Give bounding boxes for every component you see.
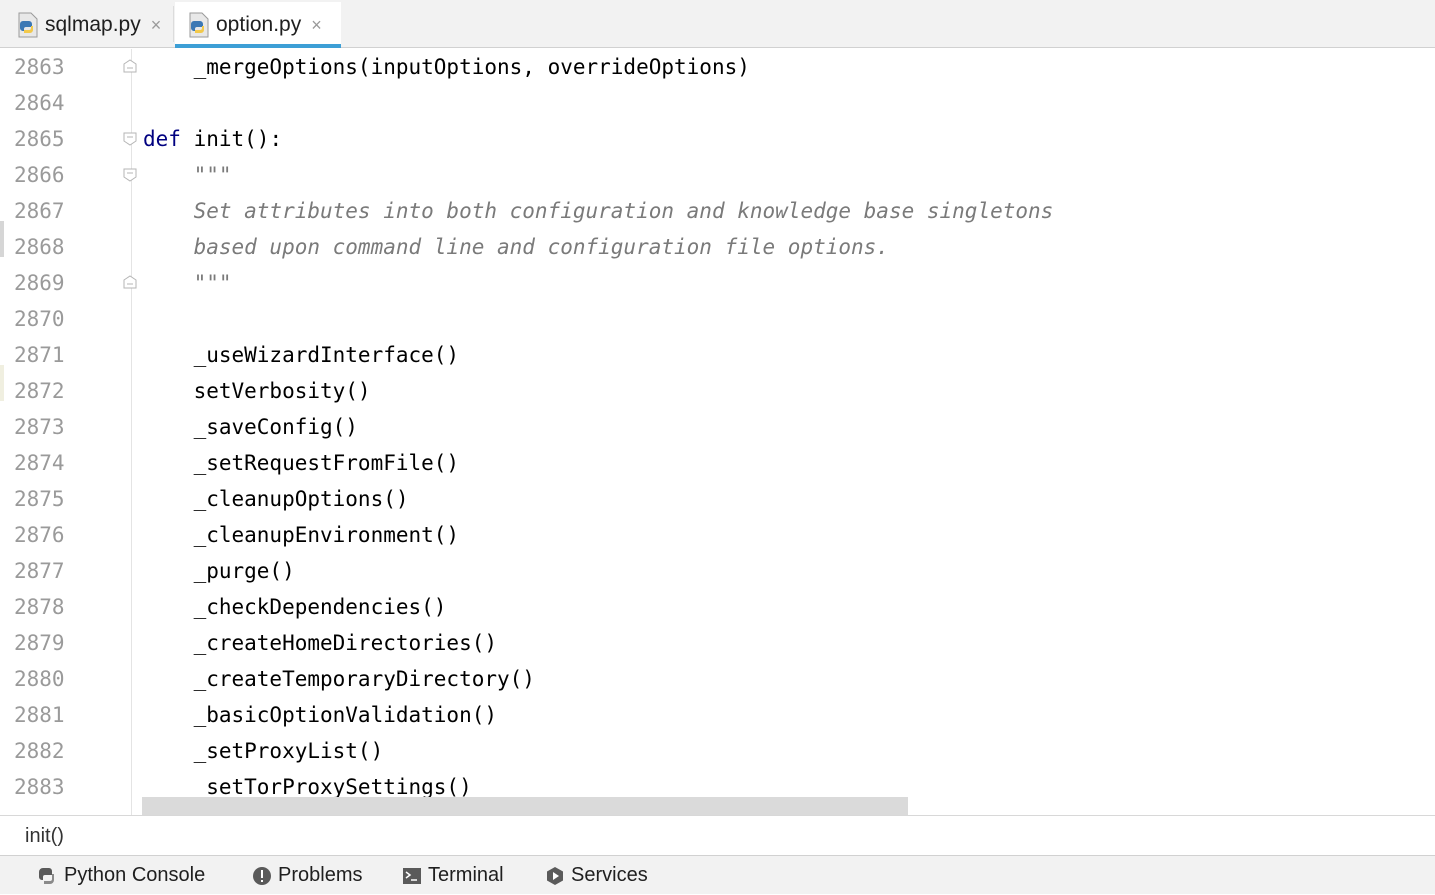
problems-button[interactable]: Problems: [252, 856, 362, 895]
code-line[interactable]: 2870: [0, 301, 1435, 337]
code-line[interactable]: 2875 _cleanupOptions(): [0, 481, 1435, 517]
horizontal-scrollbar[interactable]: [142, 797, 908, 815]
services-button[interactable]: Services: [545, 856, 648, 895]
code-text: _useWizardInterface(): [143, 343, 460, 367]
line-number: 2882: [14, 739, 65, 763]
code-text: _setProxyList(): [143, 739, 384, 763]
code-text: _setRequestFromFile(): [143, 451, 460, 475]
code-text: _cleanupEnvironment(): [143, 523, 460, 547]
code-text: _basicOptionValidation(): [143, 703, 498, 727]
docstring-text: based upon command line and configuratio…: [143, 235, 889, 259]
code-line[interactable]: 2880 _createTemporaryDirectory(): [0, 661, 1435, 697]
code-text: _checkDependencies(): [143, 595, 447, 619]
code-line[interactable]: 2874 _setRequestFromFile(): [0, 445, 1435, 481]
line-number: 2863: [14, 55, 65, 79]
line-number: 2877: [14, 559, 65, 583]
tool-label: Services: [571, 864, 648, 886]
breadcrumb-item-init[interactable]: init(): [25, 825, 64, 847]
code-line[interactable]: 2865 def init():: [0, 121, 1435, 157]
tab-divider: [173, 6, 174, 42]
docstring-text: Set attributes into both configuration a…: [143, 199, 1054, 223]
code-text: _createHomeDirectories(): [143, 631, 498, 655]
line-number: 2883: [14, 775, 65, 799]
change-marker: [0, 221, 4, 257]
code-line[interactable]: 2867 Set attributes into both configurat…: [0, 193, 1435, 229]
line-number: 2870: [14, 307, 65, 331]
line-number: 2880: [14, 667, 65, 691]
line-number: 2872: [14, 379, 65, 403]
keyword: def: [143, 127, 181, 151]
tool-label: Python Console: [64, 864, 206, 886]
change-marker: [0, 365, 4, 401]
code-line[interactable]: 2878 _checkDependencies(): [0, 589, 1435, 625]
code-line[interactable]: 2882 _setProxyList(): [0, 733, 1435, 769]
python-file-icon: [188, 12, 210, 38]
line-number: 2875: [14, 487, 65, 511]
fold-end-icon[interactable]: [123, 59, 137, 73]
tab-label: option.py: [216, 13, 302, 36]
tab-sqlmap-py[interactable]: sqlmap.py ×: [0, 2, 173, 48]
code-text: _setTorProxySettings(): [143, 775, 472, 799]
code-line[interactable]: 2864: [0, 85, 1435, 121]
tool-window-bar: Python Console Problems Terminal: [0, 855, 1435, 894]
code-text: _purge(): [143, 559, 295, 583]
breadcrumb: init(): [0, 815, 1435, 855]
line-number-gutter[interactable]: [0, 49, 131, 815]
code-line[interactable]: 2866 """: [0, 157, 1435, 193]
gutter-divider: [131, 49, 132, 815]
code-line[interactable]: 2873 _saveConfig(): [0, 409, 1435, 445]
fold-start-icon[interactable]: [123, 168, 137, 182]
line-number: 2869: [14, 271, 65, 295]
code-line[interactable]: 2868 based upon command line and configu…: [0, 229, 1435, 265]
code-line[interactable]: 2883 _setTorProxySettings(): [0, 769, 1435, 805]
python-console-button[interactable]: Python Console: [38, 856, 205, 895]
docstring-text: """: [143, 271, 232, 295]
line-number: 2865: [14, 127, 65, 151]
line-number: 2873: [14, 415, 65, 439]
code-line[interactable]: 2872 setVerbosity(): [0, 373, 1435, 409]
code-line[interactable]: 2877 _purge(): [0, 553, 1435, 589]
line-number: 2866: [14, 163, 65, 187]
python-console-icon: [38, 866, 58, 886]
terminal-icon: [402, 866, 422, 886]
code-line[interactable]: 2876 _cleanupEnvironment(): [0, 517, 1435, 553]
tab-label: sqlmap.py: [45, 13, 141, 36]
close-icon[interactable]: ×: [311, 14, 322, 35]
code-text: _saveConfig(): [143, 415, 358, 439]
terminal-button[interactable]: Terminal: [402, 856, 504, 895]
fold-end-icon[interactable]: [123, 275, 137, 289]
code-line[interactable]: 2881 _basicOptionValidation(): [0, 697, 1435, 733]
code-text: _mergeOptions(inputOptions, overrideOpti…: [143, 55, 750, 79]
line-number: 2871: [14, 343, 65, 367]
line-number: 2879: [14, 631, 65, 655]
tool-label: Terminal: [428, 864, 504, 886]
line-number: 2876: [14, 523, 65, 547]
line-number: 2868: [14, 235, 65, 259]
services-icon: [545, 866, 565, 886]
docstring-text: """: [143, 163, 232, 187]
line-number: 2878: [14, 595, 65, 619]
function-signature: init():: [180, 127, 283, 151]
tool-label: Problems: [278, 864, 363, 886]
code-line[interactable]: 2869 """: [0, 265, 1435, 301]
line-number: 2867: [14, 199, 65, 223]
close-icon[interactable]: ×: [150, 14, 162, 35]
python-file-icon: [17, 12, 39, 38]
editor-tab-bar: sqlmap.py × option.py ×: [0, 0, 1435, 48]
code-text: _createTemporaryDirectory(): [143, 667, 535, 691]
code-text: setVerbosity(): [143, 379, 371, 403]
code-text: def init():: [143, 121, 282, 157]
line-number: 2874: [14, 451, 65, 475]
problems-icon: [252, 866, 272, 886]
fold-start-icon[interactable]: [123, 132, 137, 146]
code-line[interactable]: 2879 _createHomeDirectories(): [0, 625, 1435, 661]
code-line[interactable]: 2871 _useWizardInterface(): [0, 337, 1435, 373]
line-number: 2881: [14, 703, 65, 727]
code-editor[interactable]: 2863 _mergeOptions(inputOptions, overrid…: [0, 49, 1435, 815]
line-number: 2864: [14, 91, 65, 115]
code-text: _cleanupOptions(): [143, 487, 409, 511]
tab-option-py[interactable]: option.py ×: [175, 2, 341, 48]
code-line[interactable]: 2863 _mergeOptions(inputOptions, overrid…: [0, 49, 1435, 85]
